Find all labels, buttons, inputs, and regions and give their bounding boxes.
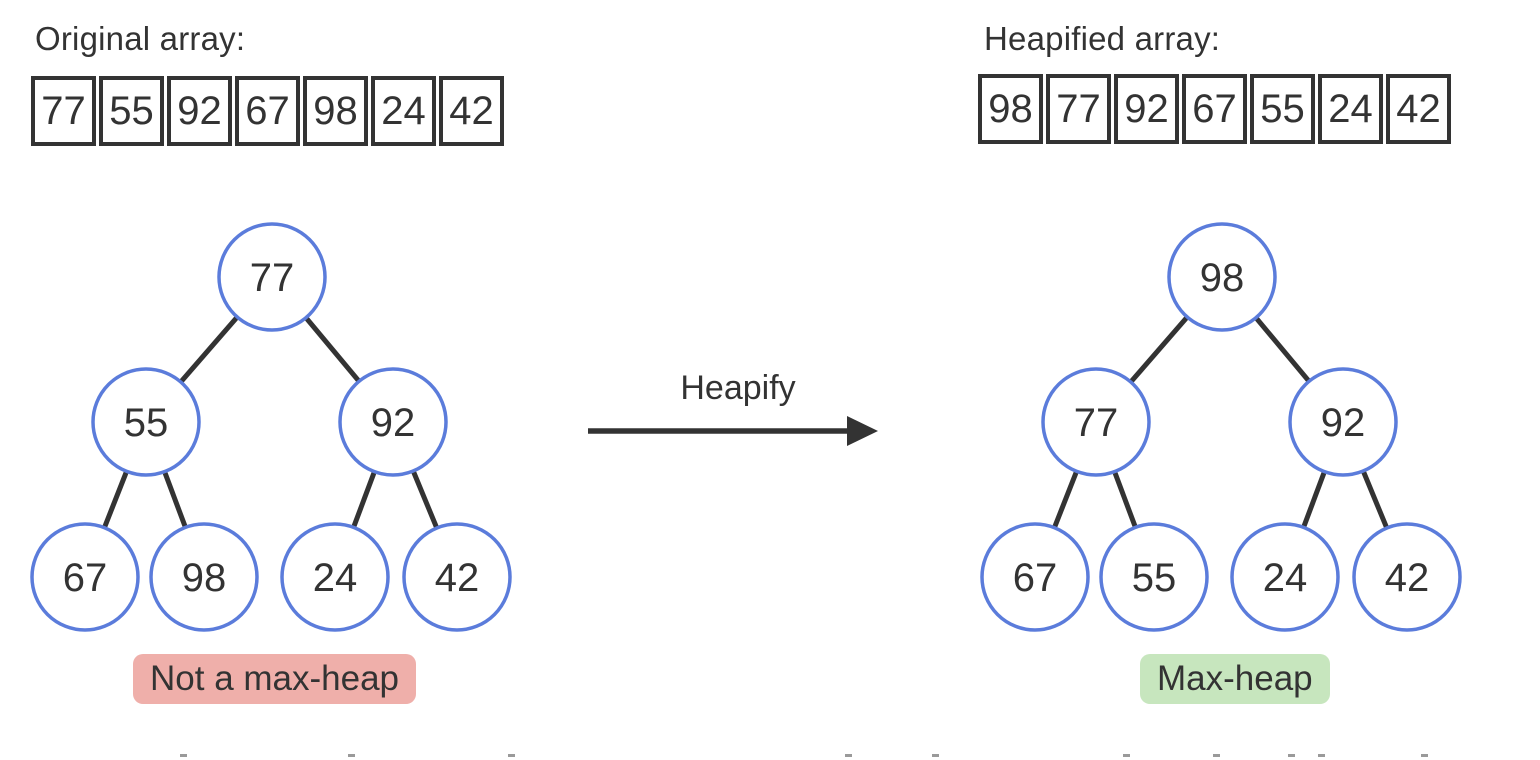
array-cell: 24 bbox=[1318, 74, 1383, 144]
array-cell: 92 bbox=[1114, 74, 1179, 144]
tree-node: 98 bbox=[149, 522, 259, 632]
arrow-head bbox=[847, 416, 878, 446]
cropped-text-fragment bbox=[508, 754, 515, 757]
cropped-text-fragment bbox=[1123, 754, 1130, 757]
tree-node: 24 bbox=[280, 522, 390, 632]
array-cell: 67 bbox=[235, 76, 300, 146]
tree-node-circle bbox=[149, 522, 259, 632]
tree-node: 24 bbox=[1230, 522, 1340, 632]
tree-node: 77 bbox=[1041, 367, 1151, 477]
not-max-heap-badge: Not a max-heap bbox=[133, 654, 417, 704]
cropped-text-fragment bbox=[845, 754, 852, 757]
heapified-array-title: Heapified array: bbox=[984, 20, 1221, 57]
tree-node-circle bbox=[30, 522, 140, 632]
tree-node-circle bbox=[1352, 522, 1462, 632]
tree-node: 67 bbox=[30, 522, 140, 632]
tree-node-value: 92 bbox=[1321, 401, 1366, 445]
tree-node-value: 55 bbox=[1132, 556, 1177, 600]
max-heap-badge: Max-heap bbox=[1140, 654, 1330, 704]
array-cell: 77 bbox=[31, 76, 96, 146]
tree-node-value: 98 bbox=[182, 556, 227, 600]
array-cell: 55 bbox=[1250, 74, 1315, 144]
cropped-text-fragment bbox=[1318, 754, 1325, 757]
tree-node-circle bbox=[1041, 367, 1151, 477]
tree-node-value: 98 bbox=[1200, 256, 1245, 300]
tree-node-circle bbox=[280, 522, 390, 632]
tree-node: 92 bbox=[338, 367, 448, 477]
tree-node-value: 55 bbox=[124, 401, 169, 445]
binary-tree-not-max-heap: 77 55 92 67 98 24 42 bbox=[30, 222, 512, 632]
array-cell: 98 bbox=[303, 76, 368, 146]
tree-node-value: 92 bbox=[371, 401, 416, 445]
tree-node-value: 77 bbox=[1074, 401, 1119, 445]
tree-node: 42 bbox=[402, 522, 512, 632]
cropped-text-fragment bbox=[1213, 754, 1220, 757]
tree-node-value: 67 bbox=[1013, 556, 1058, 600]
tree-node: 55 bbox=[1099, 522, 1209, 632]
tree-node: 55 bbox=[91, 367, 201, 477]
cropped-text-fragment bbox=[1288, 754, 1295, 757]
tree-node-circle bbox=[1230, 522, 1340, 632]
heapify-label: Heapify bbox=[680, 369, 796, 407]
heapify-arrow bbox=[588, 416, 878, 446]
cropped-text-fragment bbox=[932, 754, 939, 757]
tree-node-value: 77 bbox=[250, 256, 295, 300]
tree-node-circle bbox=[980, 522, 1090, 632]
tree-node-circle bbox=[338, 367, 448, 477]
tree-node-circle bbox=[1099, 522, 1209, 632]
tree-node-circle bbox=[1167, 222, 1277, 332]
tree-node: 67 bbox=[980, 522, 1090, 632]
array-cell: 77 bbox=[1046, 74, 1111, 144]
array-cell: 42 bbox=[439, 76, 504, 146]
array-cell: 55 bbox=[99, 76, 164, 146]
tree-node-value: 24 bbox=[1263, 556, 1308, 600]
cropped-text-fragment bbox=[1421, 754, 1428, 757]
tree-node: 98 bbox=[1167, 222, 1277, 332]
tree-node-value: 24 bbox=[313, 556, 358, 600]
array-cell: 42 bbox=[1386, 74, 1451, 144]
tree-node: 77 bbox=[217, 222, 327, 332]
array-cell: 67 bbox=[1182, 74, 1247, 144]
array-cell: 92 bbox=[167, 76, 232, 146]
tree-node-circle bbox=[1288, 367, 1398, 477]
original-array-title: Original array: bbox=[35, 20, 246, 57]
tree-node-value: 42 bbox=[1385, 556, 1430, 600]
tree-node-value: 42 bbox=[435, 556, 480, 600]
tree-node: 92 bbox=[1288, 367, 1398, 477]
cropped-text-fragment bbox=[180, 754, 187, 757]
tree-node-value: 67 bbox=[63, 556, 108, 600]
cropped-text-fragment bbox=[348, 754, 355, 757]
binary-tree-max-heap: 98 77 92 67 55 24 42 bbox=[980, 222, 1462, 632]
tree-node-circle bbox=[91, 367, 201, 477]
tree-node-circle bbox=[217, 222, 327, 332]
array-cell: 98 bbox=[978, 74, 1043, 144]
array-cell: 24 bbox=[371, 76, 436, 146]
tree-node: 42 bbox=[1352, 522, 1462, 632]
tree-node-circle bbox=[402, 522, 512, 632]
